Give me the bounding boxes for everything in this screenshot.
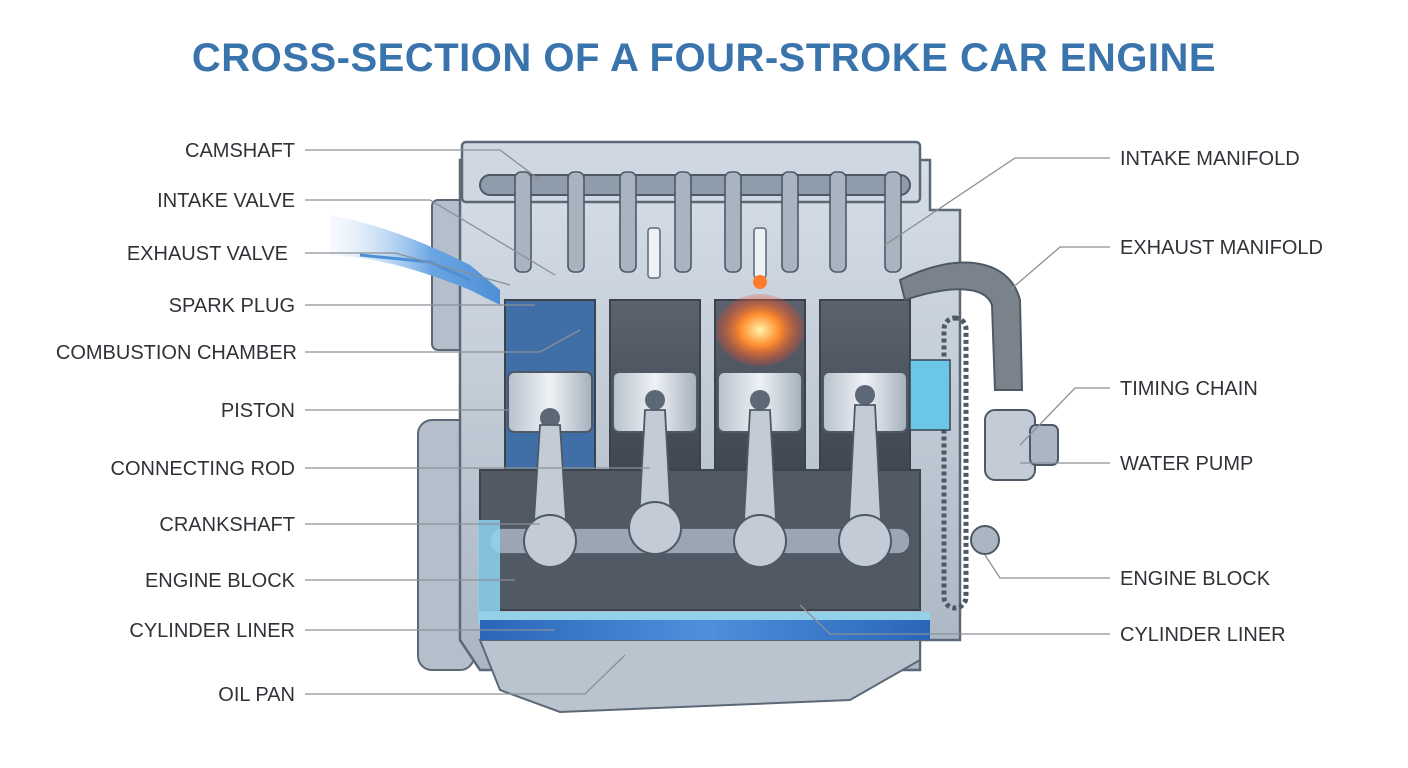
label-intake-valve: INTAKE VALVE [157,190,295,212]
label-oil-pan: OIL PAN [218,684,295,706]
diagram-title: CROSS-SECTION OF A FOUR-STROKE CAR ENGIN… [191,36,1217,80]
leader-lines [305,149,1110,695]
water-pump [984,409,1036,481]
oil-reservoir [480,620,930,640]
connecting-rods [533,404,882,521]
labels-right: INTAKE MANIFOLD EXHAUST MANIFOLD TIMING … [1120,148,1323,646]
intake-arrow [359,253,471,282]
label-crankshaft: CRANKSHAFT [159,514,295,536]
label-intake-manifold: INTAKE MANIFOLD [1120,148,1300,170]
pistons [507,371,908,433]
label-timing-chain: TIMING CHAIN [1120,378,1258,400]
label-engine-block-right: ENGINE BLOCK [1120,568,1271,590]
label-camshaft: CAMSHAFT [185,140,295,162]
label-combustion-chamber: COMBUSTION CHAMBER [56,342,297,364]
engine-artwork [330,140,1059,714]
labels-left: CAMSHAFT INTAKE VALVE EXHAUST VALVE SPAR… [56,140,297,706]
label-exhaust-valve: EXHAUST VALVE [127,243,288,265]
timing-chain [941,315,969,611]
spark-plugs [647,227,767,289]
label-spark-plug: SPARK PLUG [169,295,295,317]
label-cylinder-liner-right: CYLINDER LINER [1120,624,1286,646]
label-exhaust-manifold: EXHAUST MANIFOLD [1120,237,1323,259]
combustion-flame [716,294,804,366]
water-pump-hub [1029,424,1059,466]
camshaft [479,174,911,196]
label-piston: PISTON [221,400,295,422]
label-water-pump: WATER PUMP [1120,453,1253,475]
label-cylinder-liner-left: CYLINDER LINER [129,620,295,642]
crankshaft [489,501,911,568]
tensioner-pulley [970,525,1000,555]
label-connecting-rod: CONNECTING ROD [111,458,295,480]
exhaust-manifold-pipe [898,261,1024,391]
oil-pan [478,639,921,714]
valves [514,171,902,273]
coolant-jacket [909,359,951,431]
coolant-channel [478,520,930,625]
label-engine-block-left: ENGINE BLOCK [145,570,296,592]
